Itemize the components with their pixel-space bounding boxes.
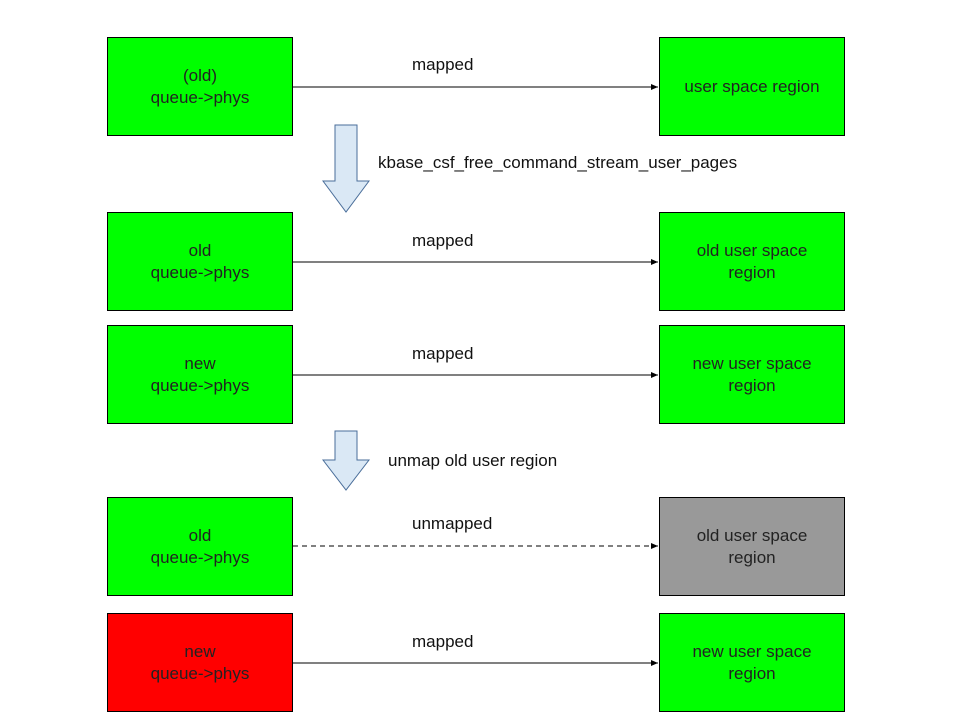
box-old-user-space-region: old user space region bbox=[659, 212, 845, 311]
link-label-5: mapped bbox=[412, 632, 474, 651]
box-user-space-region: user space region bbox=[659, 37, 845, 136]
box-new-user-space-region-final: new user space region bbox=[659, 613, 845, 712]
box-new-queue-phys-final: new queue->phys bbox=[107, 613, 293, 712]
step-label-2: unmap old user region bbox=[388, 451, 558, 470]
step-arrow-2 bbox=[321, 430, 371, 491]
step-arrow-1 bbox=[322, 124, 370, 213]
box-old-queue-phys: old queue->phys bbox=[107, 212, 293, 311]
box-old-queue-phys-final: old queue->phys bbox=[107, 497, 293, 596]
box-old-user-space-region-final: old user space region bbox=[659, 497, 845, 596]
link-label-1: mapped bbox=[412, 55, 474, 74]
box-new-queue-phys: new queue->phys bbox=[107, 325, 293, 424]
box-new-user-space-region: new user space region bbox=[659, 325, 845, 424]
link-label-2: mapped bbox=[412, 231, 474, 250]
link-label-4: unmapped bbox=[412, 514, 493, 533]
box-old-queue-phys-initial: (old) queue->phys bbox=[107, 37, 293, 136]
step-label-1: kbase_csf_free_command_stream_user_pages bbox=[378, 153, 738, 172]
link-label-3: mapped bbox=[412, 344, 474, 363]
